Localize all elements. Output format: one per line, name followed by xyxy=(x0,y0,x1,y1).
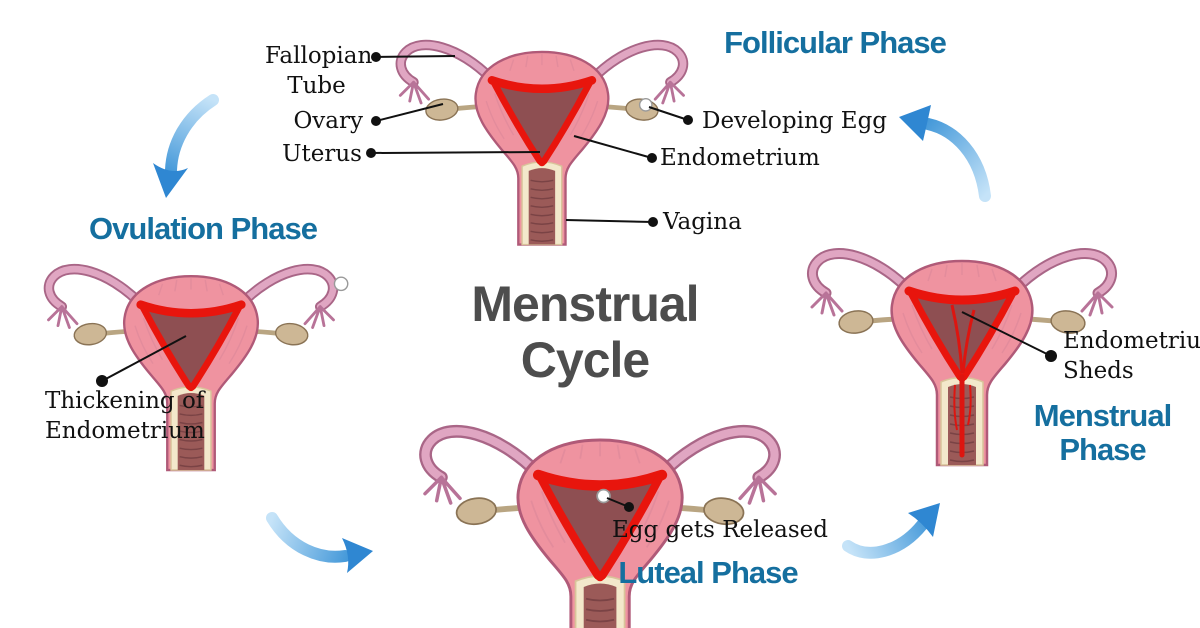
label-developing-egg: Developing Egg xyxy=(702,108,888,134)
label-thickening-line1: Thickening of xyxy=(45,388,205,414)
label-egg-released: Egg gets Released xyxy=(612,517,828,543)
label-thickening-endometrium: Thickening of Endometrium xyxy=(45,387,205,447)
cycle-arrow-ovulation-to-luteal xyxy=(266,512,373,573)
label-fallopian-tube-line1: Fallopian xyxy=(265,43,373,69)
page-title-line1: Menstrual xyxy=(471,276,699,332)
endometrium-shedding-overlay xyxy=(950,304,976,458)
uterus-illustration-luteal xyxy=(425,431,775,628)
label-endometrium-sheds-line1: Endometrium xyxy=(1063,328,1200,354)
label-fallopian-tube-line2: Tube xyxy=(287,72,346,99)
phase-title-follicular: Follicular Phase xyxy=(724,25,947,60)
label-thickening-line2: Endometrium xyxy=(45,417,205,444)
phase-title-menstrual-line1: Menstrual xyxy=(1033,398,1172,433)
developing-egg-dot xyxy=(638,98,653,112)
phase-title-luteal: Luteal Phase xyxy=(618,555,798,590)
phase-title-ovulation: Ovulation Phase xyxy=(89,211,318,246)
leader-dots xyxy=(96,52,1057,512)
cycle-arrow-follicular-to-ovulation xyxy=(153,94,219,198)
label-ovary: Ovary xyxy=(293,108,363,134)
label-endometrium: Endometrium xyxy=(660,145,820,171)
released-egg-dot xyxy=(333,276,349,292)
phase-title-menstrual: Menstrual Phase xyxy=(1005,398,1200,468)
uterus-illustration-follicular xyxy=(400,45,683,245)
label-endometrium-sheds: Endometrium Sheds xyxy=(1063,327,1200,387)
page-title-line2: Cycle xyxy=(520,332,650,388)
label-vagina: Vagina xyxy=(663,209,742,235)
label-fallopian-tube: Fallopian Tube xyxy=(265,42,373,102)
label-uterus: Uterus xyxy=(282,141,362,167)
leader-lines xyxy=(101,55,1052,508)
label-endometrium-sheds-line2: Sheds xyxy=(1063,357,1134,384)
phase-title-menstrual-line2: Phase xyxy=(1059,432,1146,468)
egg-in-uterus-dot xyxy=(596,488,611,504)
page-title: Menstrual Cycle xyxy=(430,276,740,388)
uterus-illustration-menstrual xyxy=(812,254,1112,465)
cycle-arrow-luteal-to-menstrual xyxy=(842,503,940,559)
uterus-illustration-ovulation xyxy=(49,269,349,470)
cycle-arrow-menstrual-to-follicular xyxy=(899,105,991,202)
